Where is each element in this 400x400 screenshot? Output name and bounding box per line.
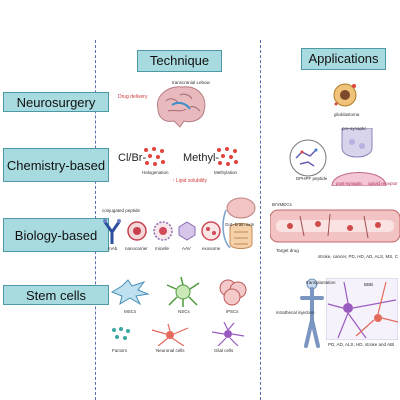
stem-label-ipscs: iPSCs xyxy=(226,309,239,314)
stem-diseases-label: PD, AD, ALS, HD, stroke and ABI xyxy=(328,342,395,347)
stem-label-nscs: NSCs xyxy=(178,309,190,314)
human-figure-icon xyxy=(300,278,324,348)
output-label-glial: Glial cells xyxy=(214,348,234,353)
ultrasound-label: transcranial Lebow xyxy=(172,80,210,85)
nsc-cell-icon xyxy=(166,277,200,307)
aav-icon xyxy=(178,221,196,241)
neuronal-cells-icon xyxy=(151,324,189,346)
bio-item-mab: mAb xyxy=(108,246,118,251)
exosome-icon xyxy=(201,221,221,241)
peptide-label: DPHPF peptide xyxy=(296,176,328,181)
transplantation-label: transplantation xyxy=(306,280,336,285)
methylation-label: Methylation xyxy=(214,170,238,175)
bio-item-exosome: exosome xyxy=(202,246,221,251)
bbb-vessel-icon xyxy=(270,209,400,243)
row-label-neurosurgery: Neurosurgery xyxy=(3,92,109,112)
output-label-neuronal: Neuronal cells xyxy=(156,348,185,353)
conjugated-label: conjugated peptide xyxy=(102,208,141,213)
intrathecal-label: intrathecal injection xyxy=(276,310,315,315)
target-drug-label: Target drug xyxy=(276,248,299,253)
neuron-network-icon xyxy=(326,278,398,340)
postsynaptic-label: post-synaptic xyxy=(336,181,363,186)
gut-brain-label: Gut–brain axis xyxy=(225,222,255,227)
halogenation-label: Halogenation xyxy=(142,170,169,175)
nanocarrier-icon xyxy=(127,221,147,241)
output-label-factors: Factors xyxy=(112,348,128,353)
drug-delivery-label: Drug delivery xyxy=(118,94,148,100)
applications-header: Applications xyxy=(301,48,386,70)
row-label-biology: Biology-based xyxy=(3,218,109,252)
gut-brain-icon xyxy=(222,197,256,249)
separator-right xyxy=(260,40,261,400)
ipsc-cell-icon xyxy=(219,279,247,306)
lipid-label: ↑ Lipid solubility xyxy=(172,178,208,184)
bio-diseases-label: stroke, cancer, PD, HD, AD, ALS, MS, C xyxy=(318,254,399,259)
row-label-chemistry: Chemistry-based xyxy=(3,148,109,182)
methyl-label: Methyl- xyxy=(183,152,220,164)
brain-icon xyxy=(156,86,206,128)
bbbecs-label: BrVMECs xyxy=(272,202,292,207)
glioblastoma-label: glioblastoma xyxy=(334,112,360,117)
bbb-small-label: BBB xyxy=(364,282,374,287)
msc-cell-icon xyxy=(110,279,150,306)
factors-icon xyxy=(112,327,130,340)
row-label-stem-cells: Stem cells xyxy=(3,285,109,305)
antibody-icon xyxy=(103,219,121,244)
cl-br-label: Cl/Br- xyxy=(118,152,147,164)
bio-item-micelle: micelle xyxy=(155,246,170,251)
micelle-icon xyxy=(153,221,173,241)
stem-label-mscs: MSCs xyxy=(124,309,137,314)
methyl-dots-icon xyxy=(217,147,238,166)
halogen-dots-icon xyxy=(144,147,165,166)
presynaptic-label: pre-synaptic xyxy=(342,126,367,131)
glial-cells-icon xyxy=(211,322,245,346)
bio-item-nanocarrier: nanocarrier xyxy=(125,246,148,251)
synapse-icon xyxy=(289,128,387,186)
opioid-label: opioid receptor xyxy=(368,181,398,186)
bio-item-aav: AAV xyxy=(182,246,191,251)
technique-header: Technique xyxy=(137,50,222,72)
glioblastoma-icon xyxy=(333,83,357,107)
